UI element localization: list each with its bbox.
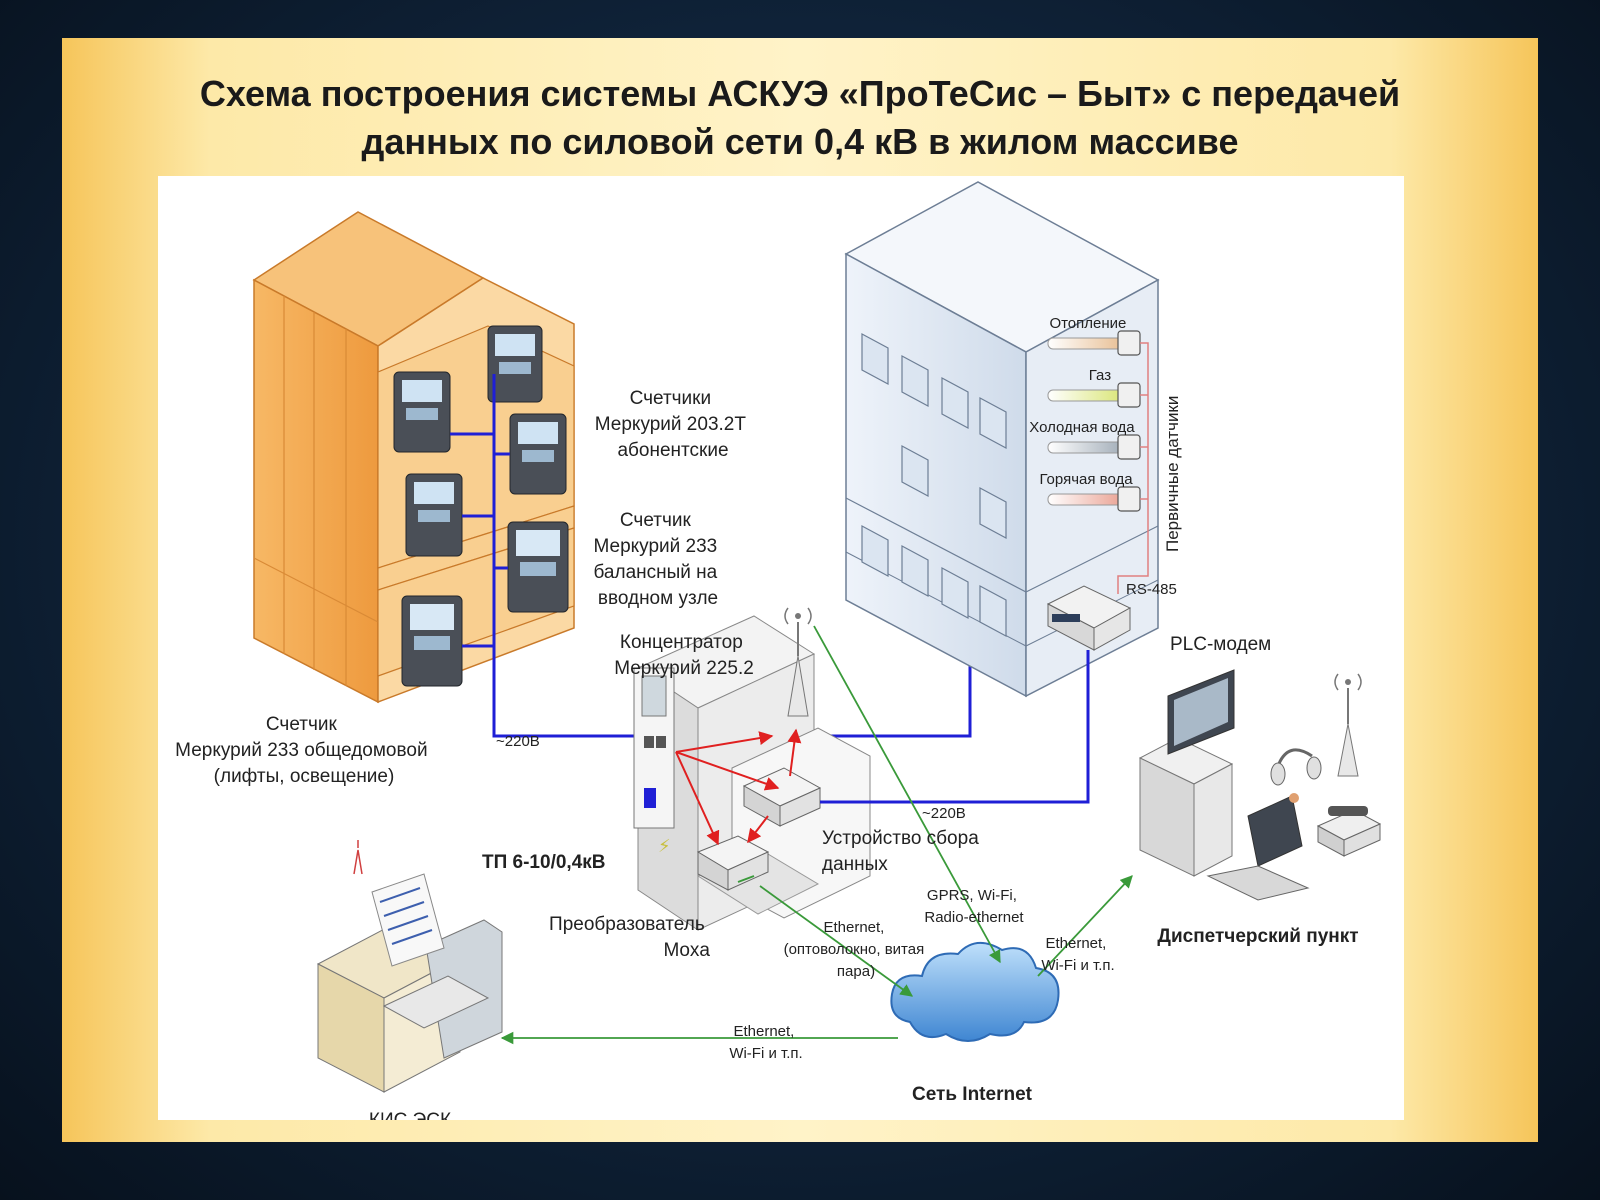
diagram-canvas: ⚡ xyxy=(175,181,1382,1120)
common-meter-icon xyxy=(401,595,463,687)
label-line: Счетчик xyxy=(620,510,692,531)
label-line: Преобразователь xyxy=(549,914,705,935)
label-dispatch: Диспетчерский пункт xyxy=(1157,926,1358,947)
sensor-label-gas: Газ xyxy=(1089,367,1111,384)
diagram-title: Схема построения системы АСКУЭ «ПроТеСис… xyxy=(62,70,1538,166)
slide: Схема построения системы АСКУЭ «ПроТеСис… xyxy=(62,38,1538,1142)
label-ethernet-right: Ethernet, Wi-Fi и т.п. xyxy=(1041,935,1114,974)
antenna-icon xyxy=(784,607,812,717)
label-line: Radio-ethernet xyxy=(924,909,1024,926)
sensor-valve-icon xyxy=(1117,330,1141,356)
meter-icon xyxy=(393,371,451,453)
sensor-label-hot-water: Горячая вода xyxy=(1039,471,1133,488)
label-collector: Устройство сбора данных xyxy=(822,828,984,875)
title-line-1: Схема построения системы АСКУЭ «ПроТеСис… xyxy=(199,73,1401,114)
meter-icon xyxy=(405,473,463,557)
label-ethernet-fiber: Ethernet, (оптоволокно, витая пара) xyxy=(784,919,929,980)
label-line: данных xyxy=(822,854,888,875)
internet-cloud-icon xyxy=(890,942,1060,1042)
laptop-icon xyxy=(1206,795,1310,901)
sensor-label-cold-water: Холодная вода xyxy=(1029,419,1135,436)
meter-icon xyxy=(487,325,543,403)
sensor-label-heating: Отопление xyxy=(1049,315,1126,332)
headset-icon xyxy=(1270,748,1322,803)
label-line: Меркурий 203.2Т xyxy=(595,414,747,435)
label-kis: КИС ЭСК xyxy=(369,1110,451,1120)
label-line: GPRS, Wi-Fi, xyxy=(927,887,1017,904)
plc-modem-icon xyxy=(1046,585,1132,651)
diagram-panel: ⚡ xyxy=(158,176,1404,1120)
label-line: Меркурий 225.2 xyxy=(614,658,754,679)
title-line-2: данных по силовой сети 0,4 кВ в жилом ма… xyxy=(361,121,1239,162)
primary-sensors-group xyxy=(1047,330,1149,594)
label-converter: Преобразователь Moxa xyxy=(549,914,710,961)
dispatch-station-icon xyxy=(1138,669,1382,901)
sensor-valve-icon xyxy=(1117,382,1141,408)
label-internet: Сеть Internet xyxy=(912,1084,1033,1105)
label-concentrator: Концентратор Меркурий 225.2 xyxy=(614,632,754,679)
label-voltage-left: ~220В xyxy=(496,733,540,750)
moxa-converter-icon xyxy=(696,835,770,891)
label-voltage-mid: ~220В xyxy=(922,805,966,822)
ethernet-link xyxy=(759,885,914,997)
label-line: Устройство сбора xyxy=(822,828,979,849)
label-line: (лифты, освещение) xyxy=(214,766,395,787)
kis-esk-server-icon xyxy=(316,840,503,1093)
label-line: пара) xyxy=(837,963,875,980)
svg-text:⚡: ⚡ xyxy=(658,836,671,857)
label-tp: ТП 6-10/0,4кВ xyxy=(482,852,606,873)
telephone-icon xyxy=(1316,806,1382,857)
label-line: Счетчики xyxy=(630,388,711,409)
sensor-valve-icon xyxy=(1117,486,1141,512)
label-line: Ethernet, xyxy=(823,919,884,936)
meter-icon xyxy=(509,413,567,495)
sensor-labels: Отопление Газ Холодная вода Горячая вода xyxy=(1029,315,1139,488)
antenna-icon xyxy=(1334,673,1362,777)
concentrator-device-icon: ⚡ xyxy=(633,667,675,857)
label-plc: PLC-модем xyxy=(1170,634,1271,655)
label-ethernet-bottom: Ethernet, Wi-Fi и т.п. xyxy=(729,1023,802,1062)
label-line: Меркурий 233 общедомовой xyxy=(175,740,427,761)
label-gprs: GPRS, Wi-Fi, Radio-ethernet xyxy=(924,887,1024,926)
sensor-valve-icon xyxy=(1117,434,1141,460)
label-primary-sensors: Первичные датчики xyxy=(1163,396,1182,552)
dispatch-link xyxy=(1037,875,1133,977)
label-line: вводном узле xyxy=(598,588,718,609)
label-line: Счетчик xyxy=(266,714,338,735)
label-meter-common: Счетчик Меркурий 233 общедомовой (лифты,… xyxy=(175,714,433,787)
label-meter-balance: Счетчик Меркурий 233 балансный на вводно… xyxy=(593,510,722,609)
label-line: Меркурий 233 xyxy=(593,536,717,557)
label-line: Wi-Fi и т.п. xyxy=(729,1045,802,1062)
label-rs485: RS-485 xyxy=(1126,581,1177,598)
label-line: Концентратор xyxy=(620,632,743,653)
label-line: Ethernet, xyxy=(1045,935,1106,952)
label-line: Wi-Fi и т.п. xyxy=(1041,957,1114,974)
gprs-link xyxy=(813,625,1001,964)
label-line: балансный на xyxy=(593,562,717,583)
label-line: Ethernet, xyxy=(733,1023,794,1040)
balance-meter-icon xyxy=(507,521,569,613)
label-meters-subscriber: Счетчики Меркурий 203.2Т абонентские xyxy=(595,388,752,461)
label-line: абонентские xyxy=(617,440,728,461)
label-line: (оптоволокно, витая xyxy=(784,941,925,958)
monitor-icon xyxy=(1167,669,1235,755)
label-line: Moxa xyxy=(664,940,711,961)
data-collector-icon xyxy=(742,767,822,827)
